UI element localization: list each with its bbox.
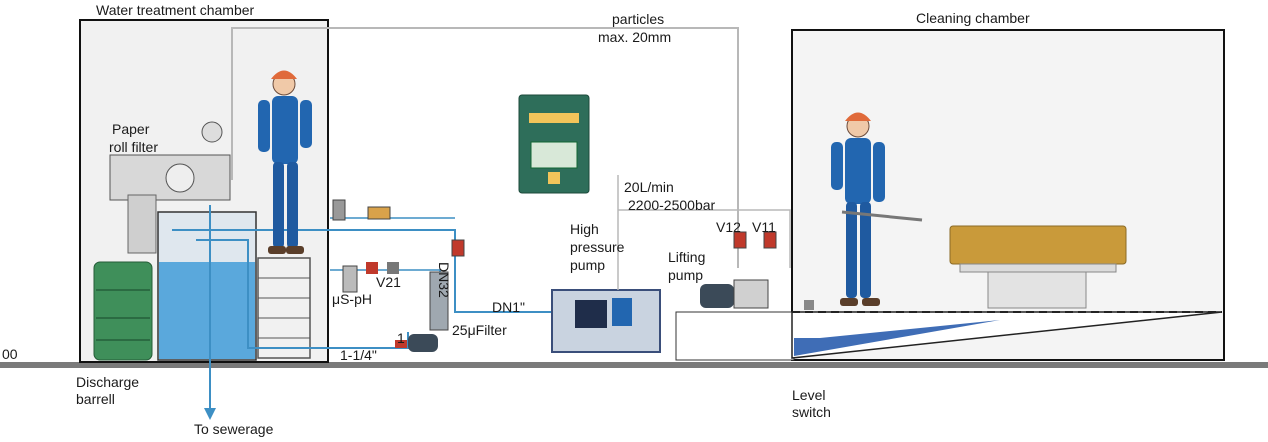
valve-v12-icon: [733, 231, 747, 249]
valve-icon: [367, 206, 391, 220]
cleaning-chamber-label: Cleaning chamber: [916, 10, 1030, 26]
lance: [841, 210, 923, 222]
high-pressure-line: [618, 209, 791, 268]
hp-pump-label-1: High: [570, 221, 599, 237]
us-ph-label: μS-pH: [332, 291, 372, 307]
flow-rate-label: 20L/min: [624, 179, 674, 195]
worker-icon: [258, 70, 312, 254]
hp-pump-label-2: pressure: [570, 239, 625, 255]
level-switch-icon: [804, 300, 814, 310]
level-switch-label-1: Level: [792, 387, 826, 403]
pipe-size-label: 1-1/4": [340, 347, 377, 363]
cabinet-display: [530, 141, 578, 169]
return-pipe: [231, 27, 739, 268]
workpiece-stand: [987, 271, 1087, 309]
level-switch-label-2: switch: [792, 404, 831, 420]
sewerage-label: To sewerage: [194, 421, 274, 437]
filter-roll: [165, 163, 195, 193]
floor-line: [0, 362, 1268, 368]
lifting-pump: [733, 279, 769, 309]
lifting-pump-label-1: Lifting: [668, 249, 706, 265]
filter-roll-top: [201, 121, 223, 143]
valve-v11-icon: [763, 231, 777, 249]
hp-pump-label-3: pump: [570, 257, 606, 273]
water-treatment-chamber-label: Water treatment chamber: [96, 2, 255, 18]
drain-water: [794, 320, 1000, 356]
valve-1-label: 1: [397, 330, 405, 346]
sensor-icon: [342, 265, 358, 293]
ladder: [257, 257, 311, 359]
dn32-label: DN32: [436, 262, 452, 298]
cabinet-indicators: [529, 113, 579, 123]
discharge-barrel-label-1: Discharge: [76, 374, 140, 390]
lifting-pump-motor: [700, 284, 734, 308]
v11-label: V11: [752, 219, 776, 235]
discharge-barrel-label-2: barrell: [76, 391, 115, 407]
worker-icon: [831, 112, 923, 306]
edge-label: 00: [2, 346, 18, 362]
valve-v21-icon: [366, 262, 378, 274]
water-line-dn32: [172, 229, 552, 313]
filter-stand: [127, 194, 157, 254]
lifting-pump-label-2: pump: [668, 267, 704, 283]
tank-water: [159, 262, 255, 359]
pump-motor: [612, 298, 632, 326]
valve-dn32-icon: [451, 239, 465, 257]
dn1-label: DN1": [492, 299, 525, 315]
particles-size-label: max. 20mm: [598, 29, 672, 45]
feed-pump: [408, 334, 438, 352]
cabinet-button: [548, 172, 560, 184]
filter-housing: [429, 271, 449, 331]
workpiece: [949, 225, 1127, 265]
paper-filter-label-2: roll filter: [109, 139, 159, 155]
filter-label: 25μFilter: [452, 322, 507, 338]
discharge-barrel: [93, 261, 153, 361]
v21-label: V21: [376, 274, 401, 290]
pressure-label: 2200-2500bar: [628, 197, 716, 213]
pump-panel: [575, 300, 607, 328]
v12-label: V12: [716, 219, 741, 235]
valve-icon: [395, 340, 407, 348]
valve-icon: [387, 262, 399, 274]
valve-icon: [332, 199, 346, 221]
particles-label: particles: [612, 11, 665, 27]
paper-filter-label: Paper: [112, 121, 150, 137]
lifting-pump-platform: [675, 311, 795, 361]
